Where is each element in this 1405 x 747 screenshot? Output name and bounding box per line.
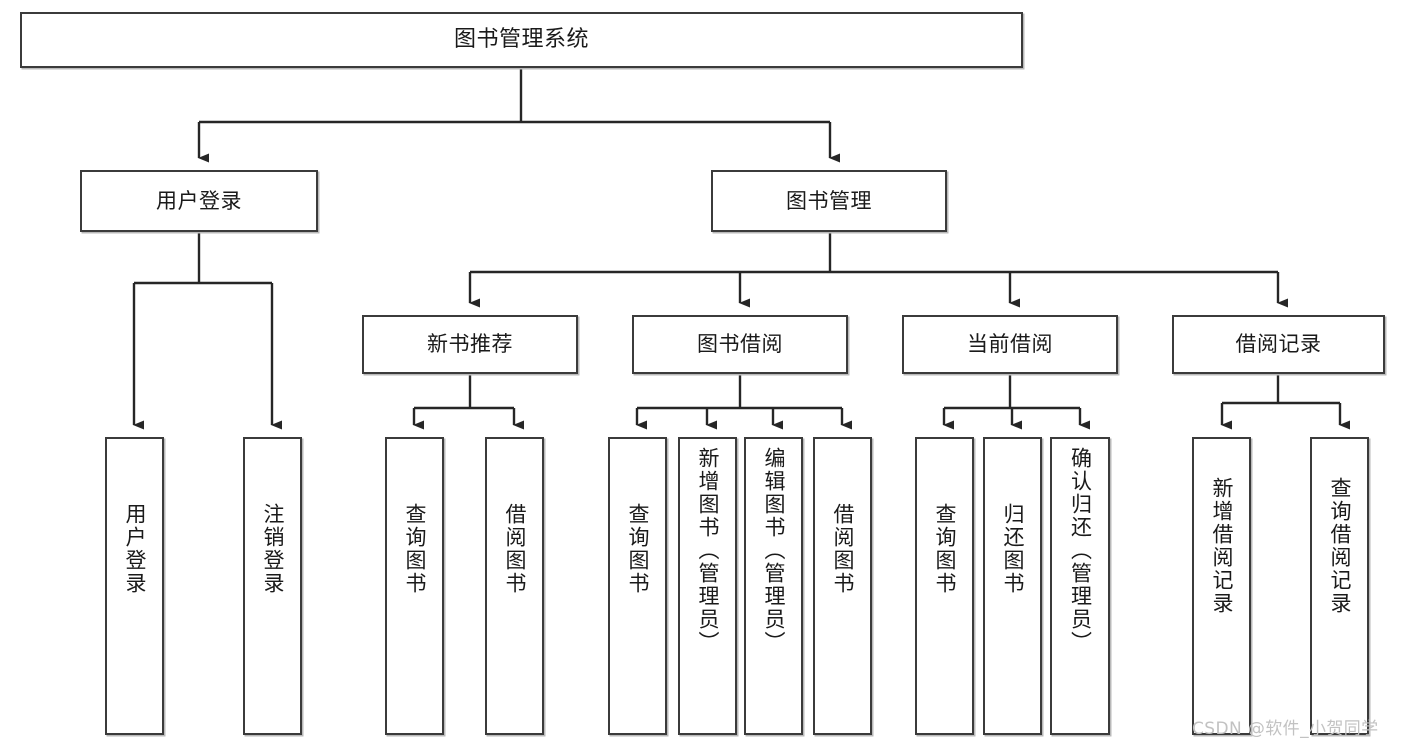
leaf-new-book-borrow-book[interactable]: 借阅图书	[485, 437, 544, 735]
leaf-current-borrow-confirm-return-admin[interactable]: 确认归还（管理员）	[1050, 437, 1110, 735]
node-label: 归还图书	[1001, 503, 1025, 595]
leaf-borrow-record-add-record[interactable]: 新增借阅记录	[1192, 437, 1251, 735]
node-label: 用户登录	[156, 188, 242, 213]
leaf-book-borrow-query-book[interactable]: 查询图书	[608, 437, 667, 735]
node-label: 图书管理	[786, 188, 872, 213]
leaf-book-borrow-borrow-book[interactable]: 借阅图书	[813, 437, 872, 735]
node-label: 借阅图书	[503, 503, 527, 595]
node-label: 新书推荐	[427, 332, 513, 357]
node-label: 查询图书	[403, 503, 427, 595]
node-label: 借阅记录	[1235, 332, 1322, 357]
leaf-new-book-query-book[interactable]: 查询图书	[385, 437, 444, 735]
node-label: 图书管理系统	[453, 27, 589, 53]
node-book-borrowing[interactable]: 图书借阅	[632, 315, 848, 374]
leaf-current-borrow-return-book[interactable]: 归还图书	[983, 437, 1042, 735]
csdn-watermark: CSDN @软件_小贺同学	[1192, 719, 1379, 739]
node-user-login[interactable]: 用户登录	[80, 170, 318, 232]
node-label: 当前借阅	[967, 332, 1053, 357]
node-label: 图书借阅	[697, 332, 783, 357]
node-label: 新增图书（管理员）	[696, 447, 720, 654]
node-label: 借阅图书	[831, 503, 855, 595]
node-book-management[interactable]: 图书管理	[711, 170, 947, 232]
node-borrowing-record[interactable]: 借阅记录	[1172, 315, 1385, 374]
node-current-borrowing[interactable]: 当前借阅	[902, 315, 1118, 374]
node-label: 注销登录	[261, 503, 285, 595]
leaf-book-borrow-edit-book-admin[interactable]: 编辑图书（管理员）	[744, 437, 803, 735]
node-label: 编辑图书（管理员）	[762, 447, 786, 654]
node-label: 查询图书	[626, 503, 650, 595]
leaf-user-login-login[interactable]: 用户登录	[105, 437, 164, 735]
node-root-book-management-system[interactable]: 图书管理系统	[20, 12, 1023, 68]
node-label: 查询图书	[933, 503, 957, 595]
leaf-borrow-record-query-record[interactable]: 查询借阅记录	[1310, 437, 1369, 735]
node-label: 用户登录	[123, 503, 147, 595]
node-label: 新增借阅记录	[1210, 477, 1234, 615]
node-new-book-recommendation[interactable]: 新书推荐	[362, 315, 578, 374]
leaf-current-borrow-query-book[interactable]: 查询图书	[915, 437, 974, 735]
node-label: 查询借阅记录	[1328, 477, 1352, 615]
leaf-book-borrow-add-book-admin[interactable]: 新增图书（管理员）	[678, 437, 737, 735]
node-label: 确认归还（管理员）	[1068, 447, 1093, 654]
leaf-user-login-logout[interactable]: 注销登录	[243, 437, 302, 735]
